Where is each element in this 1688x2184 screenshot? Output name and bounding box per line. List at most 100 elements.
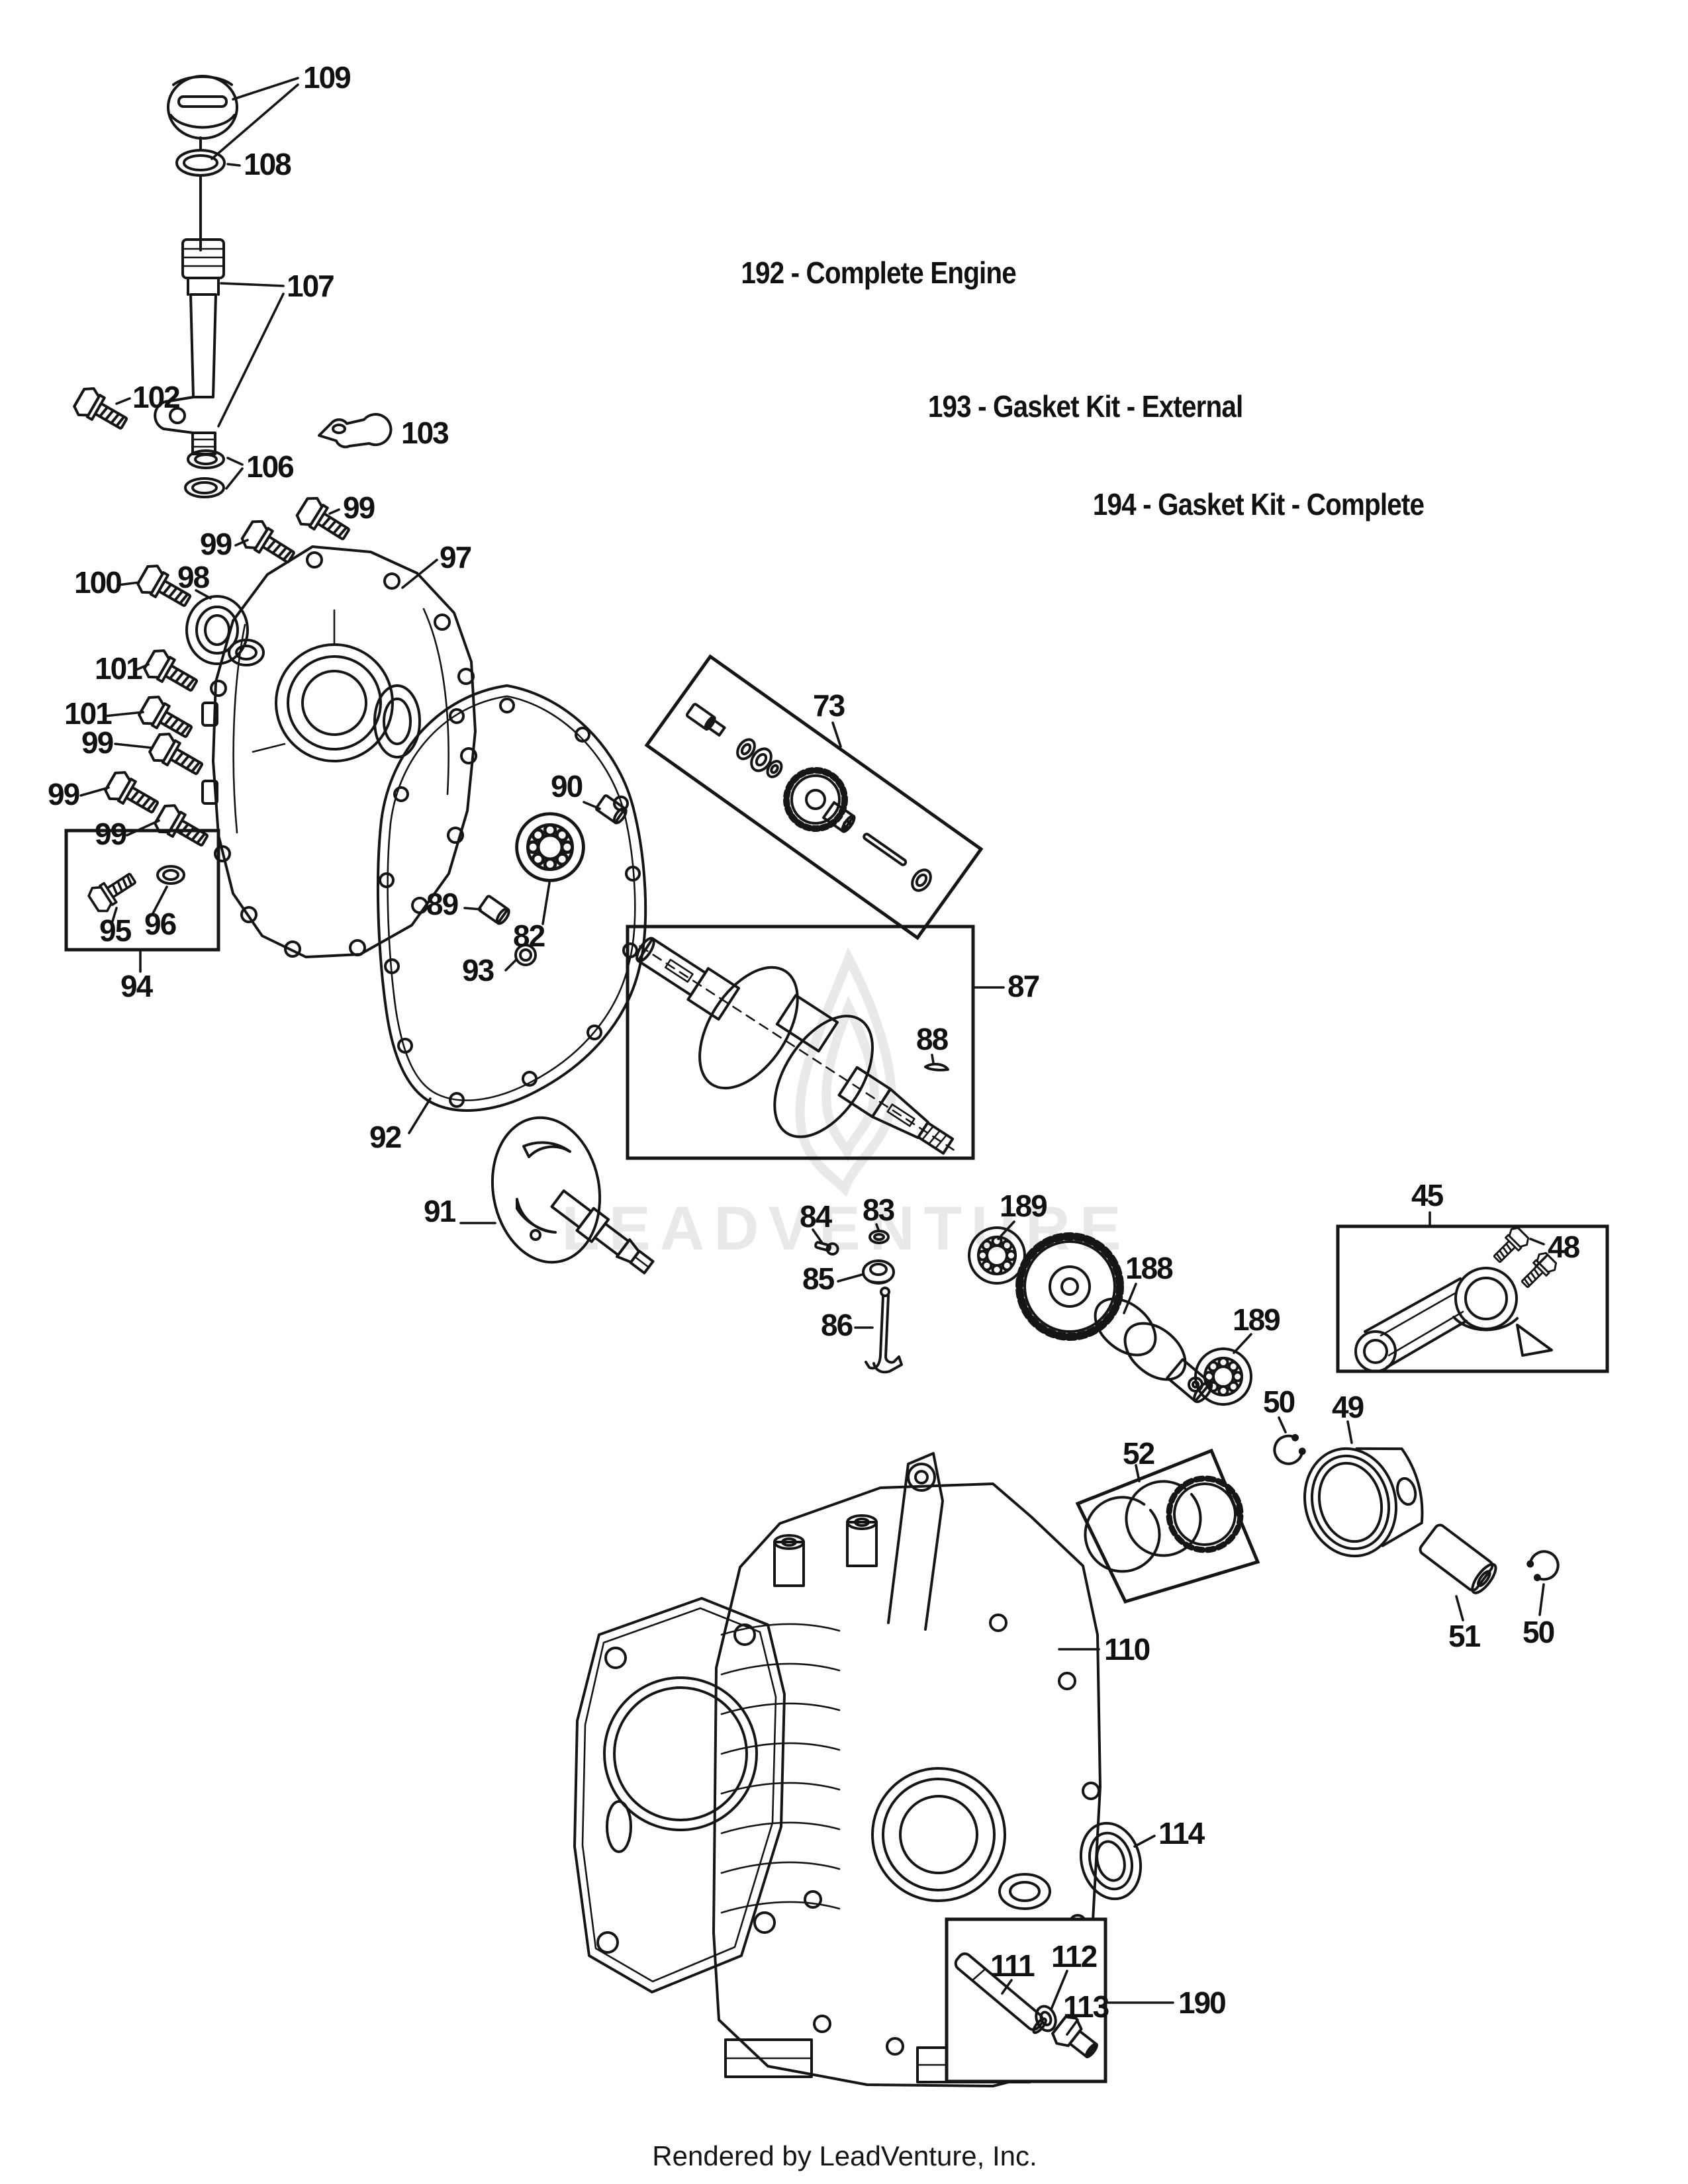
- part-dipstick-tube-107: [154, 238, 225, 455]
- leader-line: [1123, 1283, 1137, 1314]
- leader-line: [997, 1220, 1015, 1240]
- leader-line: [1133, 1835, 1156, 1848]
- leader-line: [195, 589, 212, 600]
- part-head-gasket-110: [573, 1597, 786, 1993]
- leader-line: [1455, 1595, 1464, 1621]
- callout-99-mid: 99: [81, 725, 113, 760]
- leader-line: [1066, 2019, 1079, 2036]
- part-woodruff-key-88: [924, 1062, 949, 1071]
- part-bolt-102: [70, 383, 133, 438]
- callout-73: 73: [813, 688, 845, 723]
- leader-line: [931, 1054, 935, 1064]
- part-bolt-101-upper: [140, 645, 203, 700]
- callout-82: 82: [513, 919, 545, 953]
- kit-box-94: [64, 829, 220, 952]
- callout-91: 91: [424, 1194, 456, 1228]
- callout-102: 102: [132, 380, 179, 414]
- leader-line: [234, 539, 249, 547]
- callout-108: 108: [244, 147, 291, 181]
- callout-51: 51: [1448, 1619, 1481, 1653]
- leader-line: [1538, 1583, 1545, 1616]
- part-bolt-99-mid: [146, 729, 209, 784]
- leader-line: [812, 1228, 823, 1244]
- callout-188: 188: [1125, 1251, 1173, 1285]
- callout-99-left: 99: [48, 777, 79, 811]
- leader-line: [1050, 1970, 1068, 2011]
- leader-line: [226, 457, 244, 466]
- callout-111: 111: [990, 1948, 1035, 1983]
- callout-86: 86: [821, 1308, 853, 1342]
- leader-line: [114, 743, 154, 749]
- callout-113: 113: [1063, 1989, 1109, 2024]
- part-bolt-99-left: [101, 767, 164, 822]
- kit-box-73: [644, 654, 984, 940]
- leader-line: [103, 711, 144, 717]
- footer-credit: Rendered by LeadVenture, Inc.: [652, 2140, 1037, 2171]
- leader-line: [115, 397, 131, 405]
- part-ring-83: [868, 1230, 890, 1244]
- callout-90: 90: [551, 769, 583, 803]
- part-wrist-pin-51: [1419, 1524, 1497, 1594]
- part-governor-arm-shaft-86: [865, 1287, 903, 1374]
- callout-100: 100: [74, 565, 121, 600]
- part-ball-bearing-189-right: [1194, 1347, 1252, 1406]
- kit-box-87: [626, 925, 975, 1160]
- callout-189-left: 189: [1000, 1189, 1047, 1223]
- callout-labels: 109 108 107 102 103 106 99 99 100 98 97 …: [48, 60, 1581, 2024]
- callout-89: 89: [426, 887, 458, 921]
- callout-88: 88: [916, 1022, 949, 1056]
- leader-line: [211, 83, 299, 160]
- leader-line: [79, 786, 110, 797]
- leader-line: [1135, 1464, 1141, 1482]
- leader-line: [408, 1097, 432, 1134]
- callout-99-top-left: 99: [200, 527, 232, 561]
- part-bolt-101-lower: [135, 692, 198, 747]
- callout-93: 93: [462, 953, 494, 987]
- callout-189-right: 189: [1233, 1302, 1280, 1337]
- part-piston-rings-52: [1075, 1471, 1244, 1581]
- part-retaining-ring-50-left: [1269, 1430, 1309, 1469]
- leadventure-watermark: LEADVENTURE: [561, 947, 1130, 1263]
- heading-gasket-kit-external: 193 - Gasket Kit - External: [928, 390, 1243, 424]
- callout-109: 109: [303, 60, 350, 95]
- callout-99-bottom: 99: [95, 817, 126, 851]
- section-headings: 192 - Complete Engine 193 - Gasket Kit -…: [741, 257, 1425, 522]
- callout-112: 112: [1051, 1939, 1097, 1974]
- callout-99-top-right: 99: [343, 490, 375, 525]
- leader-line: [875, 1223, 880, 1231]
- callout-84: 84: [800, 1199, 833, 1234]
- callout-85: 85: [802, 1261, 835, 1296]
- callout-106: 106: [246, 449, 293, 484]
- part-crankcase-cover-97: [201, 545, 477, 958]
- part-rod-bolt-48-upper: [1488, 1224, 1532, 1268]
- part-crankshaft-87: [635, 936, 955, 1155]
- leader-line: [541, 882, 551, 925]
- leader-line: [1278, 1416, 1287, 1433]
- leader-line: [1346, 1420, 1353, 1444]
- leader-line: [504, 958, 518, 972]
- callout-50-left: 50: [1263, 1385, 1295, 1419]
- leader-line: [1233, 1333, 1252, 1354]
- part-oring-108: [175, 149, 226, 177]
- part-washer-96: [156, 865, 185, 885]
- part-hex-bolt-113: [1051, 2015, 1098, 2058]
- watermark-text: LEADVENTURE: [561, 1193, 1130, 1263]
- callout-87: 87: [1008, 969, 1039, 1003]
- callout-107: 107: [287, 269, 334, 303]
- kit-box-52: [1075, 1448, 1260, 1604]
- callout-94: 94: [120, 969, 154, 1003]
- part-washers-106: [184, 449, 225, 498]
- watermark-flame-icon: [795, 947, 896, 1197]
- part-piston-49: [1303, 1447, 1424, 1558]
- part-camshaft-188: [1015, 1232, 1213, 1404]
- leader-line: [135, 663, 150, 671]
- leader-line: [1001, 1979, 1013, 1995]
- callout-95: 95: [99, 913, 132, 948]
- part-drain-plug-95: [85, 865, 142, 917]
- part-nut-85: [862, 1259, 895, 1285]
- heading-complete-engine: 192 - Complete Engine: [741, 257, 1016, 291]
- leader-line: [226, 163, 241, 167]
- leader-line: [117, 581, 140, 586]
